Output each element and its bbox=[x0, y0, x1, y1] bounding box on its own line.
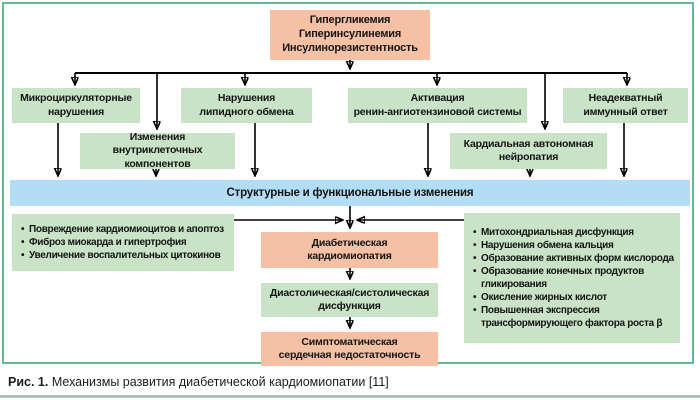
list-item: Митохондриальная дисфункция bbox=[472, 226, 675, 239]
node-intracellular-components: Изменения внутриклеточных компонентов bbox=[80, 131, 235, 170]
node-raas-activation: Активация ренин-ангиотензиновой системы bbox=[348, 88, 527, 123]
node-cardiac-autonomic-neuropathy: Кардиальная автономная нейропатия bbox=[450, 133, 607, 169]
node-symptomatic-heart-failure: Симптоматическая сердечная недостаточнос… bbox=[261, 332, 438, 366]
node-diastolic-systolic-dysfunction: Диастолическая/систолическая дисфункция bbox=[261, 283, 438, 317]
banner-structural-functional-changes: Структурные и функциональные изменения bbox=[10, 180, 690, 206]
figure-caption: Рис. 1. Механизмы развития диабетической… bbox=[8, 375, 389, 389]
list-item: Увеличение воспалительных цитокинов bbox=[20, 249, 229, 262]
list-item: Нарушения обмена кальция bbox=[472, 239, 675, 252]
list-item: Фиброз миокарда и гипертрофия bbox=[20, 236, 229, 249]
node-diabetic-cardiomyopathy: Диабетическая кардиомиопатия bbox=[261, 232, 438, 268]
caption-label: Рис. 1. bbox=[8, 375, 49, 389]
node-inadequate-immune-response: Неадекватный иммунный ответ bbox=[563, 88, 688, 123]
list-item: Повышенная экспрессия трансформирующего … bbox=[472, 304, 675, 330]
bottom-rule bbox=[0, 395, 700, 398]
node-lipid-metabolism-disorders: Нарушения липидного обмена bbox=[181, 88, 312, 123]
list-item: Повреждение кардиомиоцитов и апоптоз bbox=[20, 223, 229, 236]
list-item: Образование конечных продуктов гликирова… bbox=[472, 265, 675, 291]
node-hyperglycemia: Гипергликемия Гиперинсулинемия Инсулинор… bbox=[270, 10, 430, 60]
caption-text: Механизмы развития диабетической кардиом… bbox=[51, 375, 389, 389]
list-item: Образование активных форм кислорода bbox=[472, 252, 675, 265]
list-item: Окисление жирных кислот bbox=[472, 291, 675, 304]
node-microcirculatory-disorders: Микроциркуляторные нарушения bbox=[12, 88, 140, 123]
list-cardiomyocyte-effects: Повреждение кардиомиоцитов и апоптоз Фиб… bbox=[12, 214, 234, 271]
list-metabolic-effects: Митохондриальная дисфункция Нарушения об… bbox=[464, 213, 680, 343]
